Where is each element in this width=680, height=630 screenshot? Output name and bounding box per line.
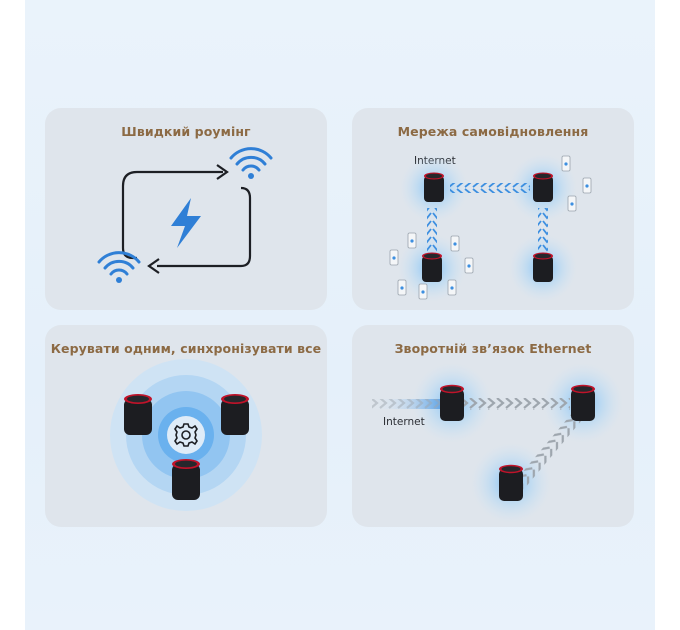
mesh-link-left bbox=[427, 208, 437, 252]
arrow-head-right-icon bbox=[216, 164, 229, 180]
router-icon bbox=[499, 464, 523, 501]
router-icon bbox=[422, 252, 442, 282]
mesh-link-horizontal bbox=[450, 183, 530, 193]
card-title-fast-roaming: Швидкий роумінг bbox=[121, 124, 251, 139]
mesh-illustration: Internet bbox=[389, 154, 592, 302]
mesh-link-right bbox=[538, 208, 548, 252]
phone-wifi-icon bbox=[392, 162, 589, 294]
internet-label: Internet bbox=[383, 416, 425, 428]
phone-icon bbox=[389, 155, 592, 300]
card-title-ethernet-backhaul: Зворотній зв’язок Ethernet bbox=[394, 341, 592, 356]
router-icon bbox=[533, 252, 553, 282]
card-fast-roaming: Швидкий роумінг bbox=[45, 108, 327, 310]
router-icon bbox=[440, 384, 464, 421]
sync-illustration bbox=[110, 359, 262, 511]
feature-canvas: Швидкий роумінг bbox=[25, 0, 655, 630]
ethernet-illustration: Internet bbox=[372, 363, 623, 523]
router-icon bbox=[172, 459, 200, 500]
card-self-healing: Мережа самовідновлення Internet bbox=[352, 108, 634, 310]
router-icon bbox=[221, 394, 249, 435]
wifi-icon-bottom bbox=[97, 251, 141, 283]
ethernet-link-horizontal bbox=[464, 398, 570, 410]
router-icon bbox=[533, 172, 553, 202]
roaming-arrow-top bbox=[121, 170, 223, 260]
router-icon bbox=[124, 394, 152, 435]
card-ethernet-backhaul: Зворотній зв’язок Ethernet bbox=[352, 325, 634, 527]
gear-icon bbox=[174, 423, 198, 447]
card-title-control-sync: Керувати одним, синхронізувати все bbox=[50, 341, 322, 356]
roaming-illustration bbox=[97, 147, 273, 283]
router-icon bbox=[424, 172, 444, 202]
card-title-self-healing: Мережа самовідновлення bbox=[397, 124, 589, 139]
arrow-head-left-icon bbox=[147, 258, 160, 274]
ethernet-link-diagonal bbox=[514, 409, 585, 490]
wifi-icon-top bbox=[229, 147, 273, 179]
router-icon bbox=[571, 384, 595, 421]
card-control-sync: Керувати одним, синхронізувати все bbox=[45, 325, 327, 527]
roaming-arrow-bottom bbox=[157, 186, 252, 268]
lightning-icon bbox=[171, 198, 201, 248]
